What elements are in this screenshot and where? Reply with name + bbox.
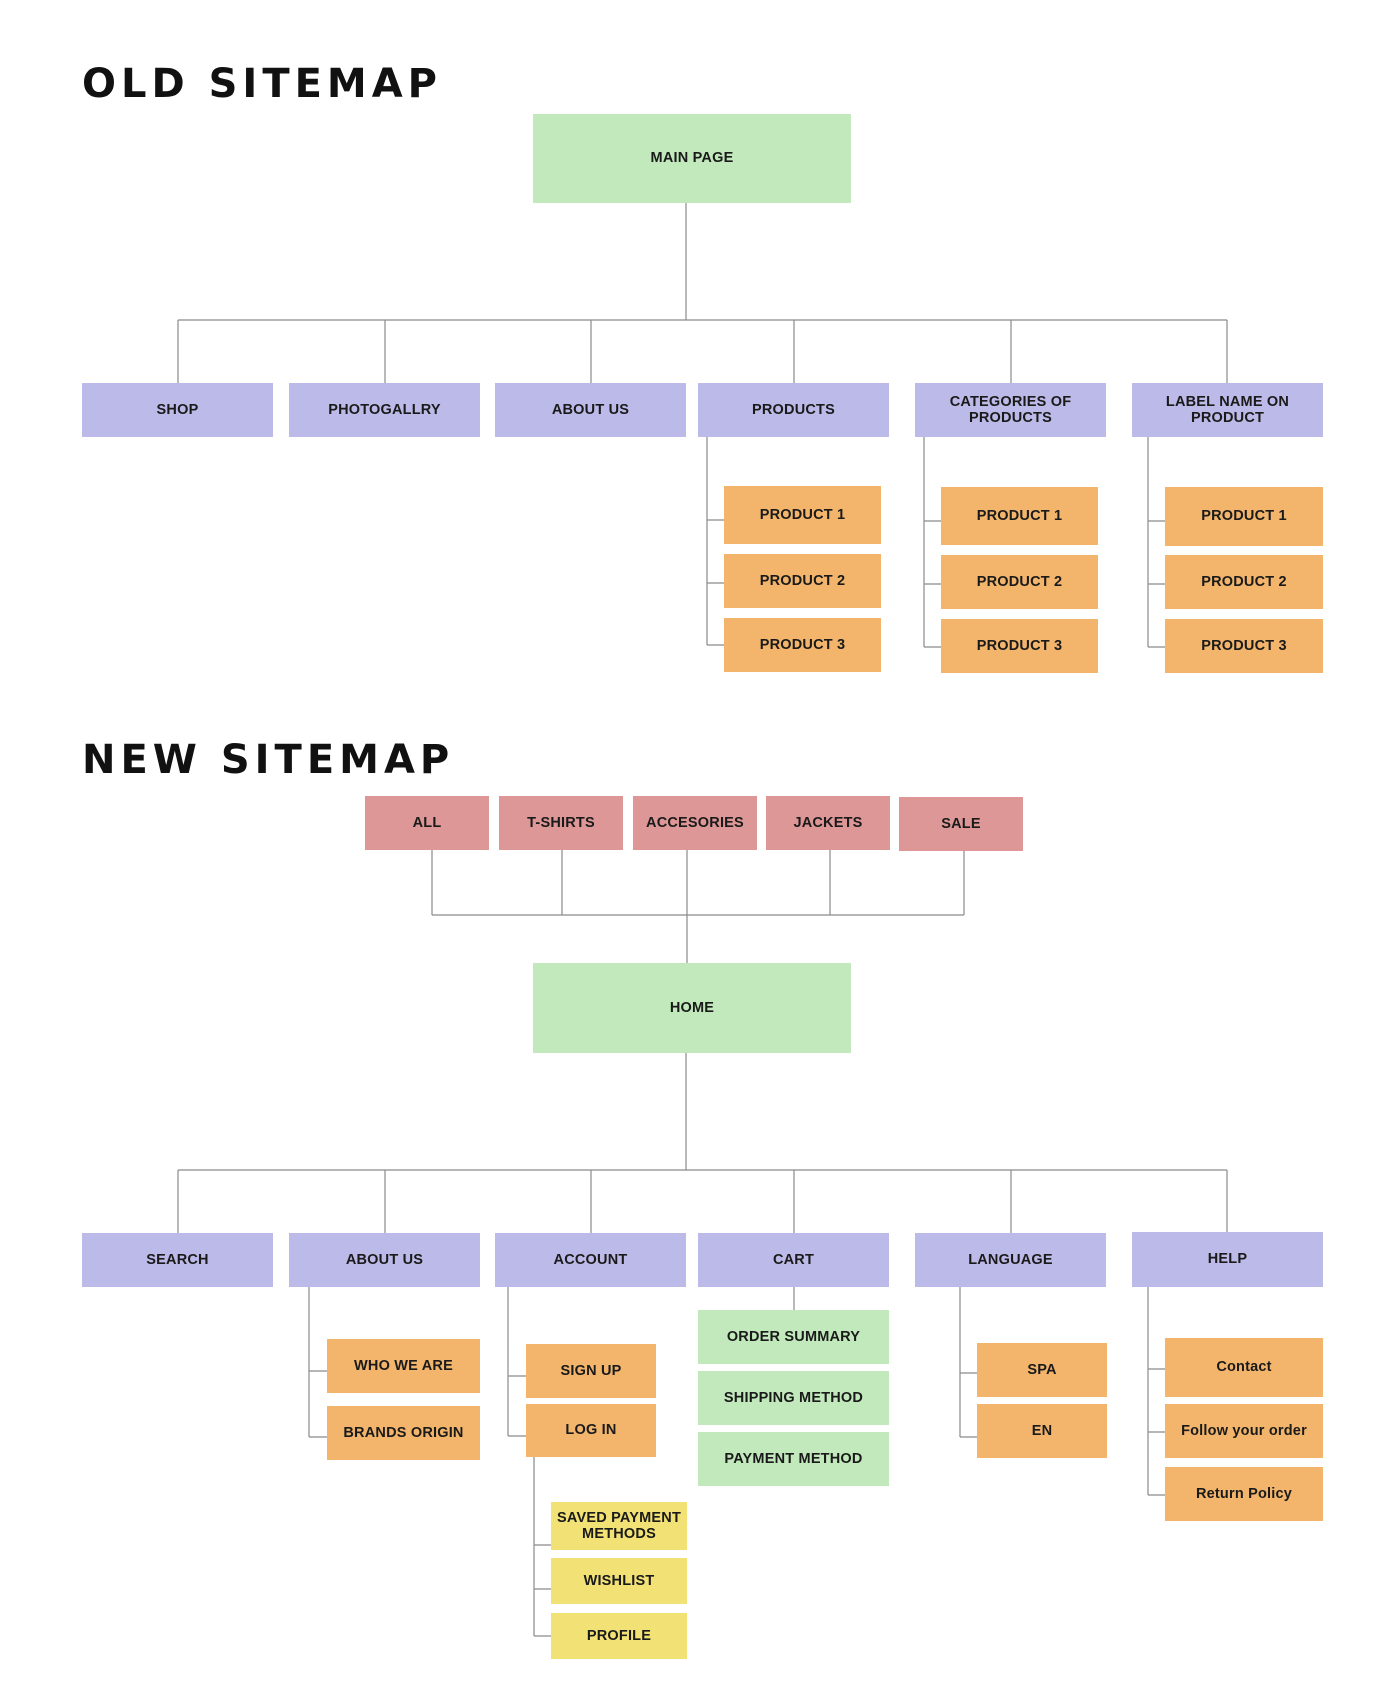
about-who-we-are: WHO WE ARE [327,1339,480,1393]
old-categories-product-3: PRODUCT 3 [941,619,1098,673]
old-root-main-page: MAIN PAGE [533,114,851,203]
category-all: ALL [365,796,489,850]
old-products-product-1: PRODUCT 1 [724,486,881,544]
help-contact: Contact [1165,1338,1323,1397]
category-sale: SALE [899,797,1023,851]
account-log-in: LOG IN [526,1404,656,1457]
old-label-product-2: PRODUCT 2 [1165,555,1323,609]
old-sitemap-title: OLD SITEMAP [82,61,442,107]
old-products-product-2: PRODUCT 2 [724,554,881,608]
new-root-home: HOME [533,963,851,1053]
language-spa: SPA [977,1343,1107,1397]
login-wishlist: WISHLIST [551,1558,687,1604]
new-section-search: SEARCH [82,1233,273,1287]
help-follow-your-order: Follow your order [1165,1404,1323,1458]
old-products-product-3: PRODUCT 3 [724,618,881,672]
old-section-categories-of-products: CATEGORIES OF PRODUCTS [915,383,1106,437]
new-section-account: ACCOUNT [495,1233,686,1287]
category-jackets: JACKETS [766,796,890,850]
help-return-policy: Return Policy [1165,1467,1323,1521]
language-en: EN [977,1404,1107,1458]
old-categories-product-1: PRODUCT 1 [941,487,1098,545]
new-section-language: LANGUAGE [915,1233,1106,1287]
new-section-help: HELP [1132,1232,1323,1287]
category-t-shirts: T-SHIRTS [499,796,623,850]
new-section-cart: CART [698,1233,889,1287]
old-categories-product-2: PRODUCT 2 [941,555,1098,609]
account-sign-up: SIGN UP [526,1344,656,1398]
new-section-about-us: ABOUT US [289,1233,480,1287]
cart-payment-method: PAYMENT METHOD [698,1432,889,1486]
cart-order-summary: ORDER SUMMARY [698,1310,889,1364]
login-saved-payment-methods: SAVED PAYMENT METHODS [551,1502,687,1550]
login-profile: PROFILE [551,1613,687,1659]
category-accesories: ACCESORIES [633,796,757,850]
old-section-about-us: ABOUT US [495,383,686,437]
old-section-label-name-on-product: LABEL NAME ON PRODUCT [1132,383,1323,437]
old-section-shop: SHOP [82,383,273,437]
cart-shipping-method: SHIPPING METHOD [698,1371,889,1425]
old-section-products: PRODUCTS [698,383,889,437]
old-label-product-3: PRODUCT 3 [1165,619,1323,673]
old-label-product-1: PRODUCT 1 [1165,487,1323,546]
old-section-photogallry: PHOTOGALLRY [289,383,480,437]
new-sitemap-title: NEW SITEMAP [82,737,455,783]
about-brands-origin: BRANDS ORIGIN [327,1406,480,1460]
